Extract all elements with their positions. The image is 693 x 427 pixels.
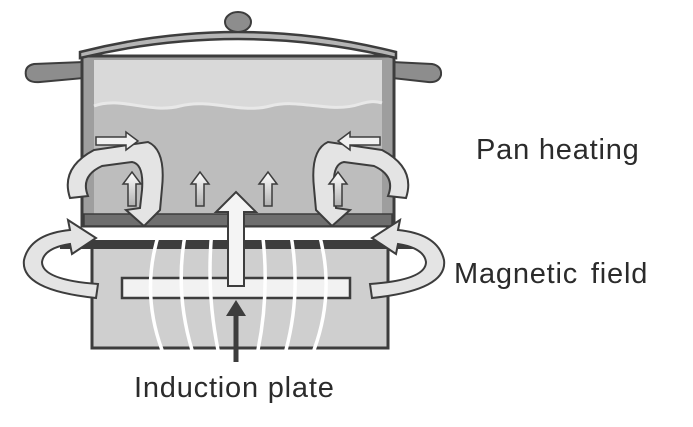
right-field-arrow xyxy=(368,217,446,300)
central-arrow xyxy=(213,190,259,287)
rising-arrow xyxy=(121,170,143,207)
wall-arrows xyxy=(95,130,381,152)
outer-field-arrows xyxy=(22,217,446,300)
field-line xyxy=(284,229,297,351)
convection-arrows xyxy=(66,140,410,228)
left-convection-arrow xyxy=(66,140,164,228)
left-handle xyxy=(24,60,85,84)
left-wall-arrow xyxy=(95,130,140,152)
induction-plate-label: Induction plate xyxy=(134,372,335,404)
field-line xyxy=(256,229,267,351)
right-handle xyxy=(391,60,443,84)
field-line xyxy=(208,229,220,351)
lid xyxy=(78,30,398,60)
right-convection-arrow xyxy=(312,140,410,228)
field-line xyxy=(148,229,164,351)
right-wall-arrow xyxy=(336,130,381,152)
lid-knob xyxy=(224,11,252,33)
rising-arrow xyxy=(327,170,349,207)
pan-heating-label: Pan heating xyxy=(476,134,640,166)
rising-arrows xyxy=(121,170,349,207)
induction-pointer-arrow xyxy=(226,300,246,362)
magnetic-field-lines xyxy=(148,229,328,351)
left-field-arrow xyxy=(22,217,100,300)
rising-arrow xyxy=(189,170,211,207)
magnetic-field-label: Magnetic field xyxy=(454,258,649,290)
field-line xyxy=(179,229,194,351)
field-line xyxy=(312,229,328,351)
water xyxy=(94,101,382,216)
rising-arrow xyxy=(257,170,279,207)
